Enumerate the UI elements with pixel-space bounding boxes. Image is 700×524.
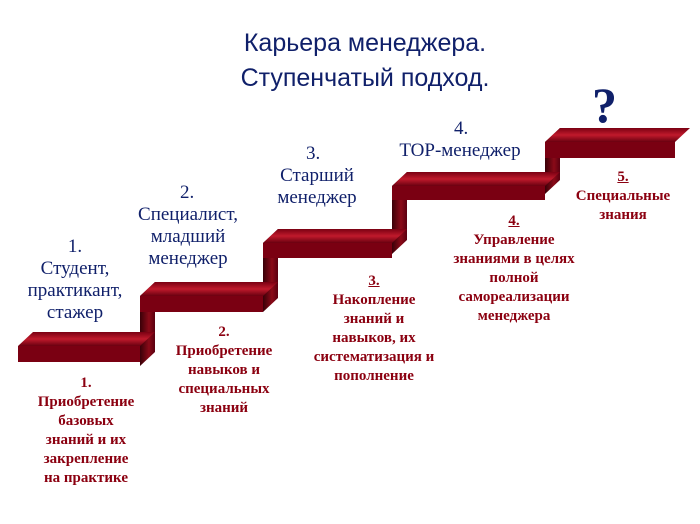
knowledge-4-line-1: Управление bbox=[473, 232, 555, 248]
knowledge-3-line-5: пополнение bbox=[334, 368, 414, 384]
knowledge-3-number: 3. bbox=[368, 273, 380, 289]
knowledge-2-line-1: Приобретение bbox=[175, 343, 273, 359]
knowledge-4: 4. Управление знаниями в целях полной са… bbox=[430, 212, 598, 326]
stage-1-line-1: Студент, bbox=[40, 258, 110, 279]
stage-2-line-2: младший bbox=[150, 226, 226, 247]
step-tread-1-front bbox=[18, 346, 140, 362]
step-tread-5 bbox=[545, 128, 690, 142]
knowledge-3-line-4: систематизация и bbox=[313, 349, 435, 365]
knowledge-2: 2. Приобретение навыков и специальных зн… bbox=[158, 323, 290, 418]
title-line-1: Карьера менеджера. bbox=[243, 29, 487, 57]
stage-3: 3. Старший менеджер bbox=[258, 143, 376, 209]
knowledge-3-line-1: Накопление bbox=[332, 292, 416, 308]
stage-4-number: 4. bbox=[454, 118, 469, 139]
step-tread-2 bbox=[140, 282, 278, 296]
knowledge-1-number: 1. bbox=[80, 375, 92, 391]
stage-2-line-1: Специалист, bbox=[138, 204, 238, 225]
knowledge-1-line-5: на практике bbox=[44, 470, 128, 486]
knowledge-3: 3. Накопление знаний и навыков, их систе… bbox=[290, 272, 458, 386]
step-tread-3 bbox=[263, 229, 407, 243]
step-tread-4-front bbox=[392, 186, 545, 200]
knowledge-4-line-4: самореализации bbox=[458, 289, 570, 305]
knowledge-5-line-2: знания bbox=[599, 207, 647, 223]
knowledge-4-line-5: менеджера bbox=[477, 308, 551, 324]
step-tread-1 bbox=[18, 332, 155, 346]
knowledge-2-line-4: знаний bbox=[199, 400, 249, 416]
stage-1-line-2: практикант, bbox=[27, 280, 123, 301]
knowledge-5-number: 5. bbox=[617, 169, 629, 185]
knowledge-1-line-2: базовых bbox=[58, 413, 114, 429]
knowledge-1-line-3: знаний и их bbox=[45, 432, 127, 448]
question-mark: ? bbox=[592, 77, 617, 133]
stage-2-line-3: менеджер bbox=[148, 248, 228, 269]
step-tread-5-front bbox=[545, 142, 675, 158]
knowledge-4-line-3: полной bbox=[489, 270, 539, 286]
knowledge-4-line-2: знаниями в целях bbox=[453, 251, 575, 267]
knowledge-2-line-3: специальных bbox=[178, 381, 270, 397]
knowledge-2-line-2: навыков и bbox=[187, 362, 261, 378]
step-tread-3-front bbox=[263, 243, 392, 258]
stage-3-number: 3. bbox=[306, 143, 321, 164]
knowledge-5-line-1: Специальные bbox=[575, 188, 671, 204]
stage-2: 2. Специалист, младший менеджер bbox=[118, 182, 258, 270]
stage-1-number: 1. bbox=[67, 236, 83, 257]
knowledge-1-line-1: Приобретение bbox=[37, 394, 135, 410]
knowledge-1-line-4: закрепление bbox=[43, 451, 129, 467]
title-line-2: Ступенчатый подход. bbox=[240, 64, 490, 92]
knowledge-1: 1. Приобретение базовых знаний и их закр… bbox=[20, 374, 152, 488]
stage-1: 1. Студент, практикант, стажер bbox=[10, 236, 140, 324]
stage-4-line-1: TOP-менеджер bbox=[399, 140, 521, 161]
stage-1-line-3: стажер bbox=[46, 302, 104, 323]
stage-2-number: 2. bbox=[180, 182, 195, 203]
knowledge-4-number: 4. bbox=[508, 213, 520, 229]
knowledge-5: 5. Специальные знания bbox=[558, 168, 688, 225]
stage-3-line-2: менеджер bbox=[277, 187, 357, 208]
stage-3-line-1: Старший bbox=[280, 165, 354, 186]
stage-4: 4. TOP-менеджер bbox=[380, 118, 540, 162]
knowledge-3-line-3: навыков, их bbox=[332, 330, 416, 346]
knowledge-3-line-2: знаний и bbox=[343, 311, 405, 327]
knowledge-2-number: 2. bbox=[218, 324, 230, 340]
step-tread-4 bbox=[392, 172, 560, 186]
step-tread-2-front bbox=[140, 296, 263, 312]
